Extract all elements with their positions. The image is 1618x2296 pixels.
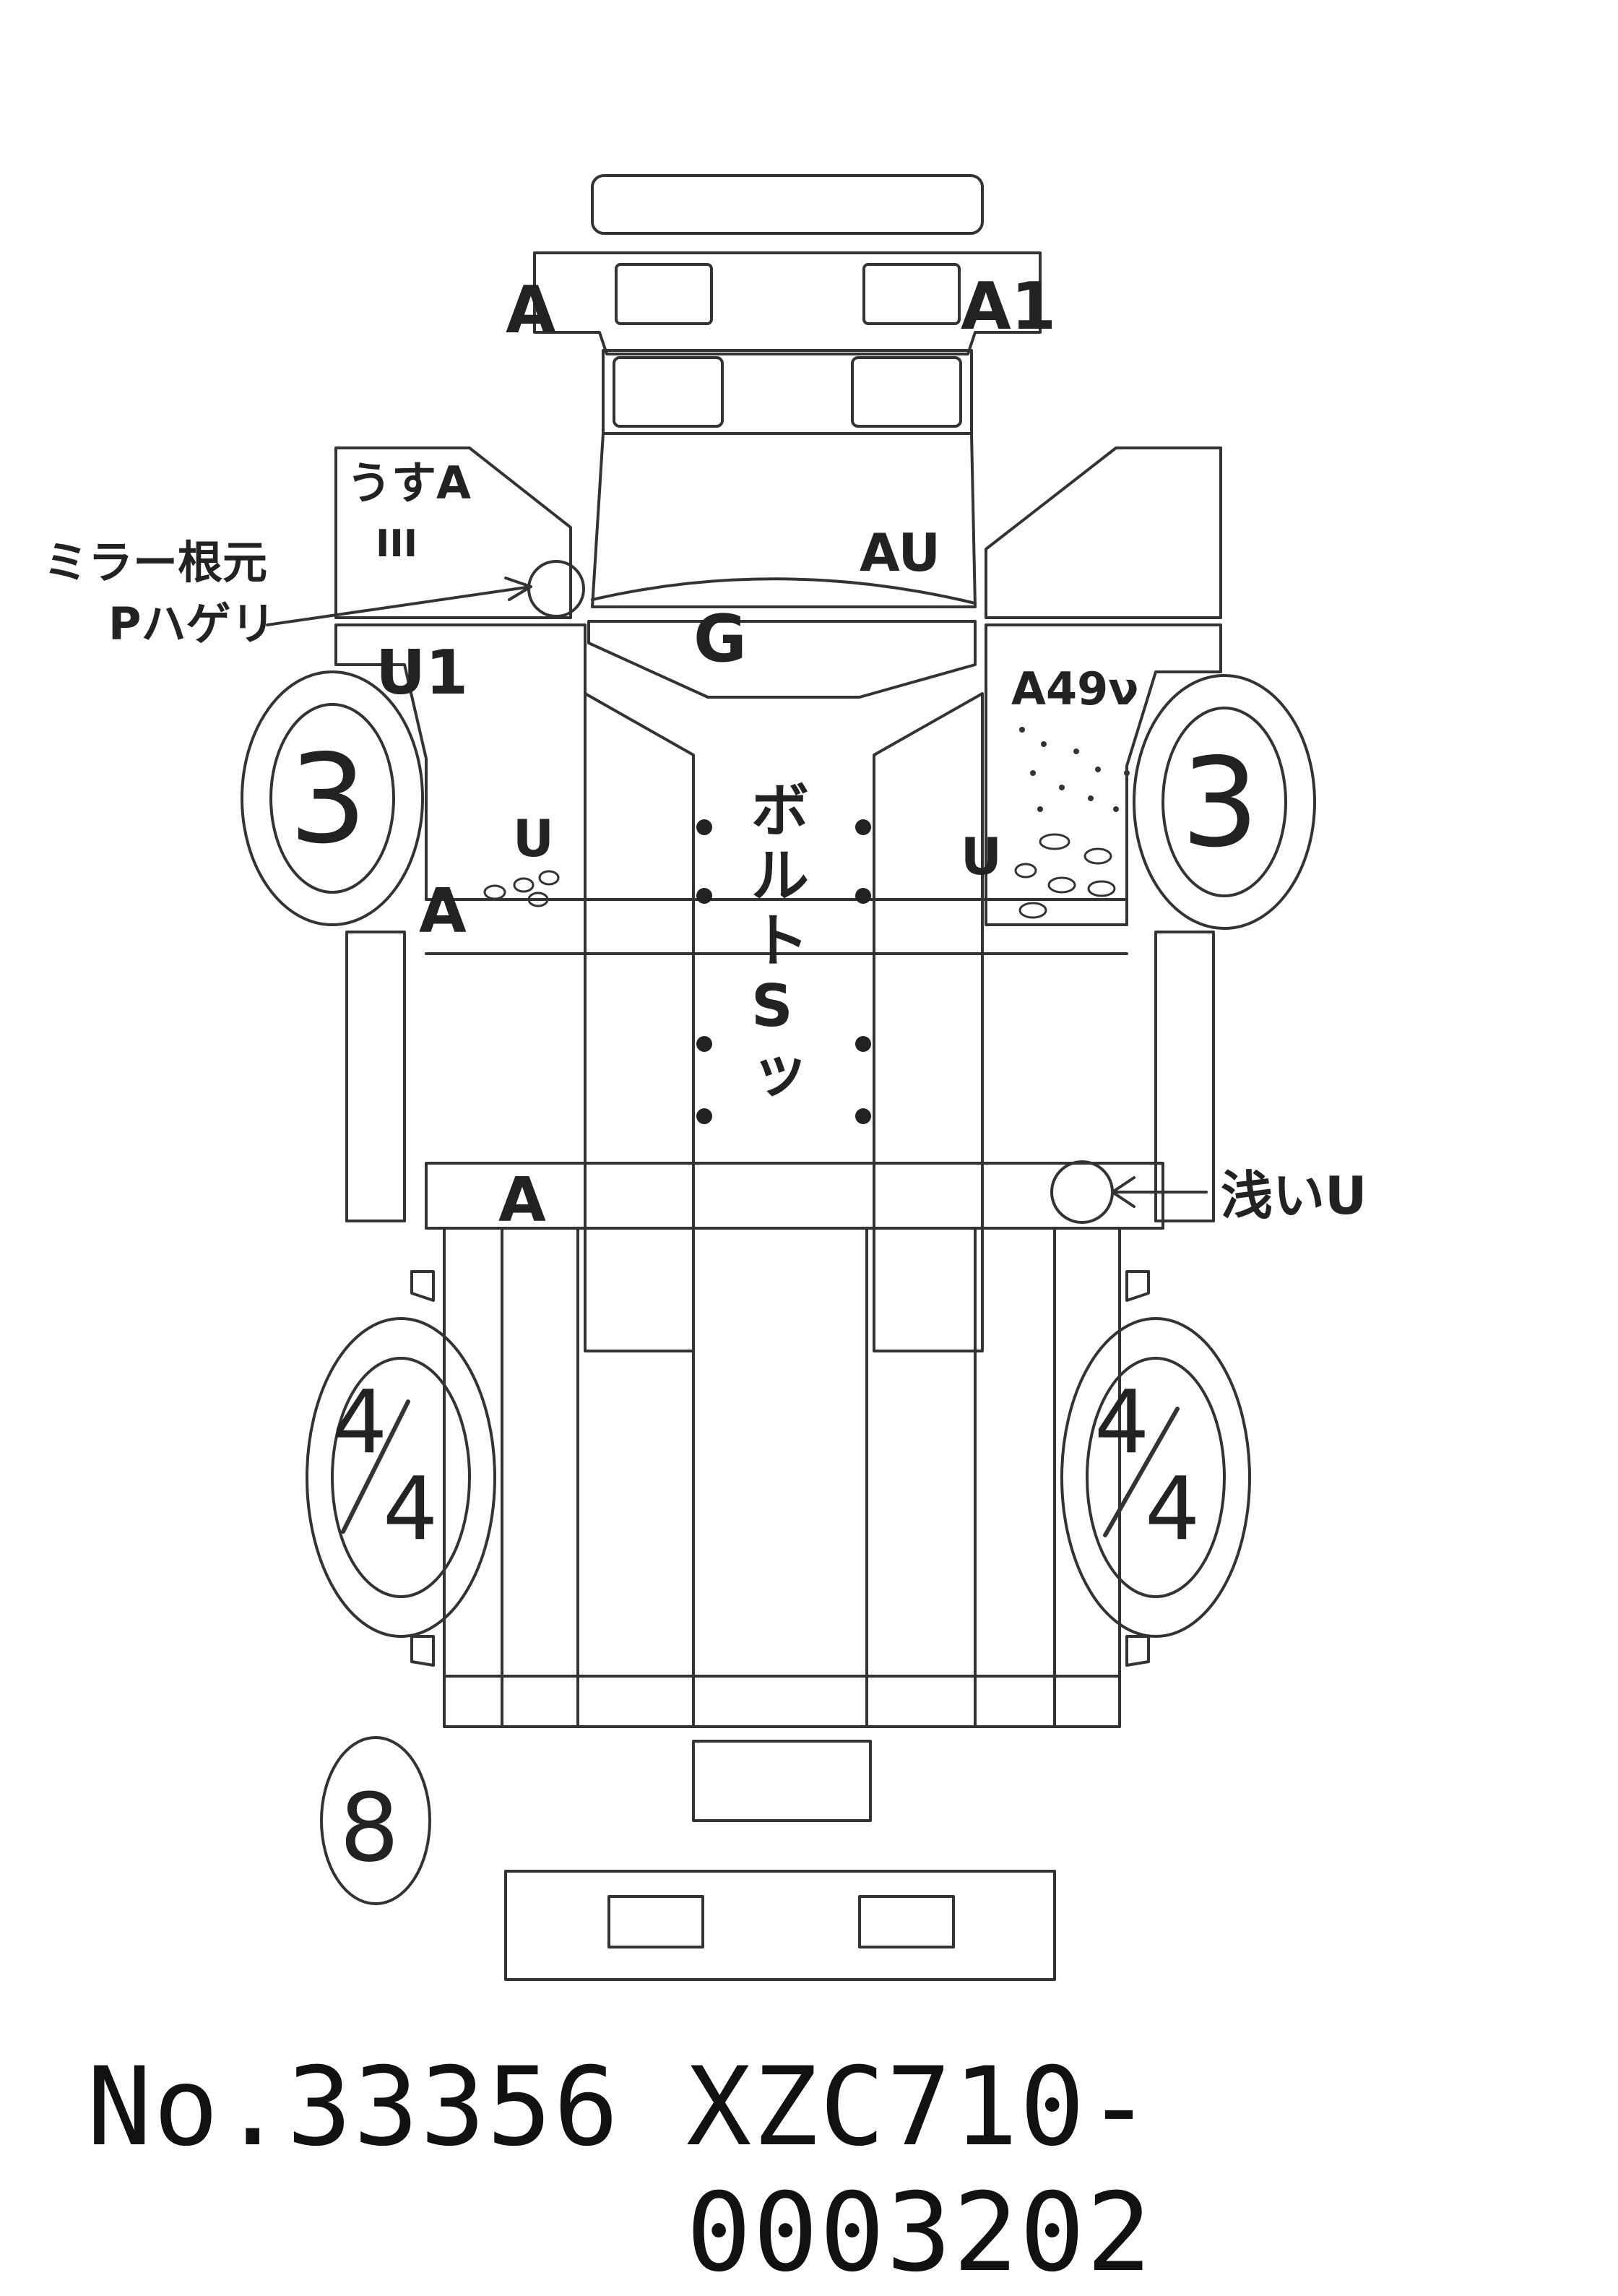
label-mirror-line2: Pハゲリ	[108, 597, 275, 650]
label-left-low: A	[419, 876, 467, 947]
tire-rear-left-top: 4	[332, 1373, 387, 1473]
label-left-panel-marks: III	[376, 522, 418, 566]
tire-spare	[320, 1736, 431, 1905]
frame-note-3: ト	[751, 907, 809, 975]
front-grille	[533, 251, 1042, 355]
left-door-panel	[334, 446, 572, 619]
damage-marks-right	[1014, 833, 1116, 919]
tire-front-right	[1133, 674, 1316, 930]
rear-lamp-left	[607, 1895, 704, 1948]
cab-roof	[591, 432, 977, 608]
shallow-callout-arrow	[1111, 1176, 1208, 1208]
frame-note-2: ル	[751, 842, 809, 910]
chassis-number: XZC710-0003202	[686, 2045, 1154, 2296]
headlight-left	[615, 263, 713, 325]
mirror-defect-circle	[527, 560, 585, 618]
label-right-upper: AU	[860, 522, 940, 583]
windshield-right-pane	[851, 356, 962, 428]
rear-bumper	[504, 1870, 1056, 1981]
label-shallow: 浅いU	[1221, 1165, 1367, 1226]
label-rear-left: A	[498, 1165, 546, 1236]
frame-note-4: S	[751, 972, 793, 1040]
tire-rear-left-bottom: 4	[383, 1459, 438, 1560]
damage-marks-left	[483, 870, 560, 907]
left-fender	[334, 623, 587, 901]
tire-rear-right	[1060, 1317, 1251, 1638]
frame-note-5: ッ	[751, 1037, 809, 1105]
right-fender	[985, 623, 1222, 926]
label-mirror-line1: ミラー根元	[43, 536, 267, 589]
front-bumper	[591, 174, 984, 235]
cab-rear	[587, 620, 977, 699]
windshield-left-pane	[613, 356, 724, 428]
windshield	[602, 349, 973, 435]
shallow-dent-circle	[1050, 1160, 1114, 1224]
side-step-left	[345, 931, 406, 1222]
frame-bolt-dots	[696, 819, 871, 1124]
rear-lamp-housing	[692, 1740, 872, 1822]
rear-deck	[443, 1227, 1121, 1728]
side-step-right	[1154, 931, 1215, 1222]
tire-rear-right-top: 4	[1094, 1373, 1149, 1473]
headlight-right	[862, 263, 961, 325]
label-bumper-right: A1	[961, 269, 1056, 345]
rear-lamp-right	[858, 1895, 955, 1948]
frame-rail-left	[584, 692, 695, 1352]
label-left-panel-top: うすA	[347, 457, 471, 509]
label-bumper-left: A	[506, 272, 556, 348]
label-left-lower: U1	[376, 637, 468, 709]
tire-rear-right-bottom: 4	[1145, 1459, 1200, 1560]
right-door-panel	[985, 446, 1222, 619]
lot-number: No.33356	[87, 2045, 620, 2170]
mirror-callout-arrow	[266, 577, 532, 626]
tire-front-left-value: 3	[289, 728, 367, 871]
tire-spare-value: 8	[339, 1773, 399, 1883]
tire-rear-left	[306, 1317, 496, 1638]
frame-note-1: ボ	[751, 777, 809, 845]
tire-front-left	[241, 670, 424, 926]
label-left-mid: U	[513, 809, 554, 868]
roof-curve	[591, 577, 977, 605]
label-right-mid: U	[961, 827, 1002, 886]
tire-front-right-value: 3	[1181, 732, 1259, 875]
frame-rail-right	[873, 692, 984, 1352]
label-roof: G	[693, 601, 747, 677]
label-right-lower: A49ν	[1011, 663, 1139, 715]
